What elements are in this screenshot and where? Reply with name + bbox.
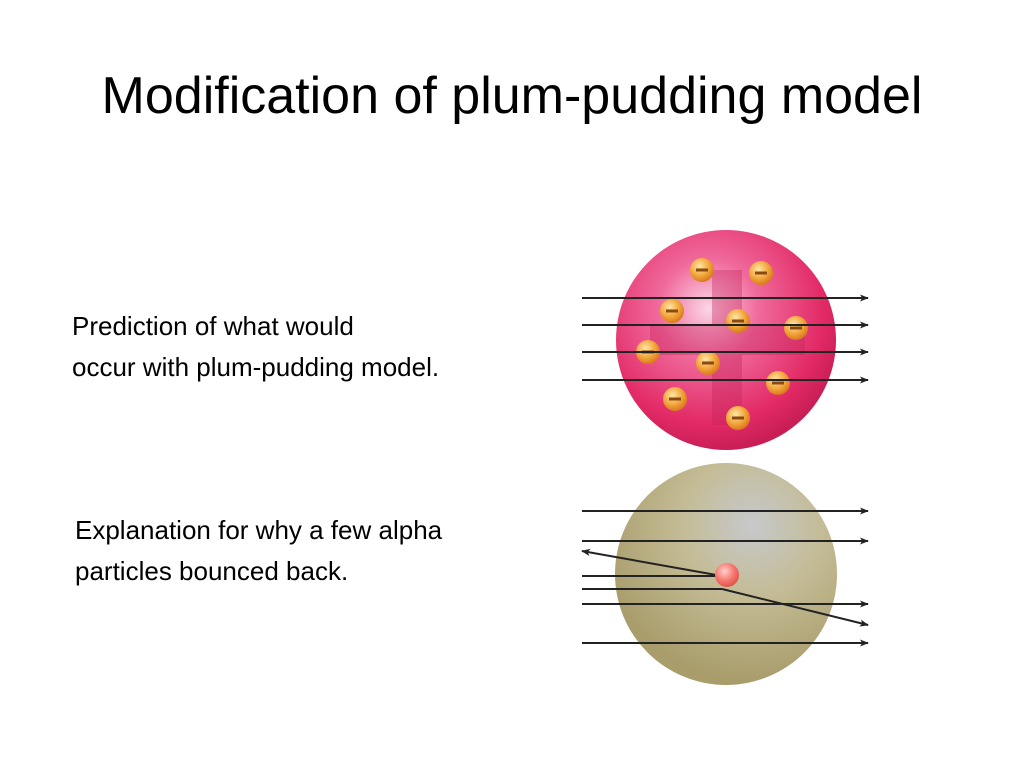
prediction-caption-line-1: Prediction of what would <box>72 311 354 341</box>
alpha-paths-straight <box>582 294 869 384</box>
prediction-caption: Prediction of what would occur with plum… <box>72 306 439 388</box>
nucleus <box>715 563 739 587</box>
electron-icon <box>726 406 750 430</box>
electron-icon <box>726 309 750 333</box>
plus-sign-icon <box>650 270 805 425</box>
slide-title: Modification of plum-pudding model <box>101 67 923 125</box>
electron-icon <box>663 387 687 411</box>
electrons <box>636 258 808 430</box>
explanation-caption-line-1: Explanation for why a few alpha <box>75 515 443 545</box>
electron-icon <box>766 371 790 395</box>
alpha-path-deflected-arrow <box>721 588 869 627</box>
prediction-caption-line-2: occur with plum-pudding model. <box>72 352 440 382</box>
electron-icon <box>749 261 773 285</box>
nuclear-atom <box>581 463 869 685</box>
plum-pudding-atom <box>582 230 869 450</box>
electron-icon <box>690 258 714 282</box>
alpha-paths-nuclear <box>581 507 869 647</box>
electron-icon <box>660 299 684 323</box>
explanation-caption-line-2: particles bounced back. <box>75 556 349 586</box>
alpha-path-bounced-back-arrow <box>581 548 723 577</box>
electron-icon <box>696 351 720 375</box>
explanation-caption: Explanation for why a few alpha particle… <box>75 510 442 592</box>
electron-icon <box>784 316 808 340</box>
